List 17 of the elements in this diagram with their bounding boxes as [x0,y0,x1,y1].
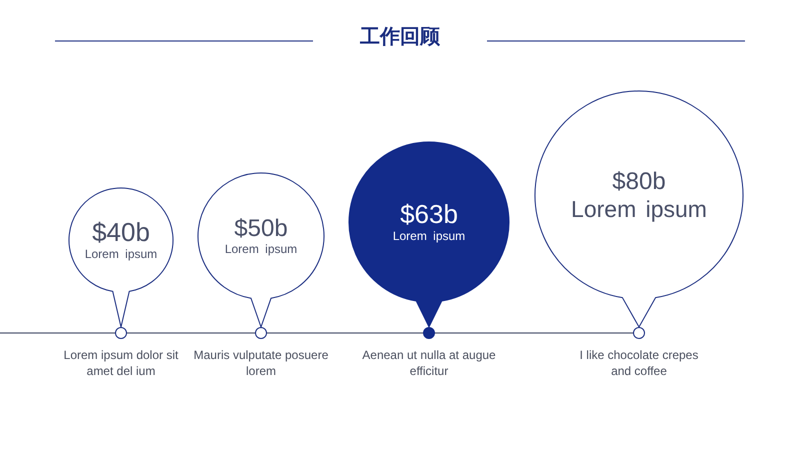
caption-text: Lorem ipsum [571,196,707,222]
highlighted-speech-bubble [349,142,509,327]
caption-text: Lorem ipsum [224,242,298,257]
value-text: $40b [92,218,150,248]
slide-title: 工作回顾 [359,23,441,50]
speech-bubble [198,173,324,327]
speech-bubble [535,91,743,327]
value-text: $50b [234,215,288,243]
value-text: $63b [400,200,458,230]
value-text: $80b [612,168,666,196]
description-text: Aenean ut nulla at augue efficitur [361,347,497,379]
caption-text: Lorem ipsum [84,248,158,262]
description-text: Lorem ipsum dolor sit amet del ium [62,347,180,379]
caption-text: Lorem ipsum [392,230,466,244]
description-text: Mauris vulputate posuere lorem [192,347,330,379]
description-text: I like chocolate crepes and coffee [578,347,700,379]
speech-bubble [69,188,173,327]
